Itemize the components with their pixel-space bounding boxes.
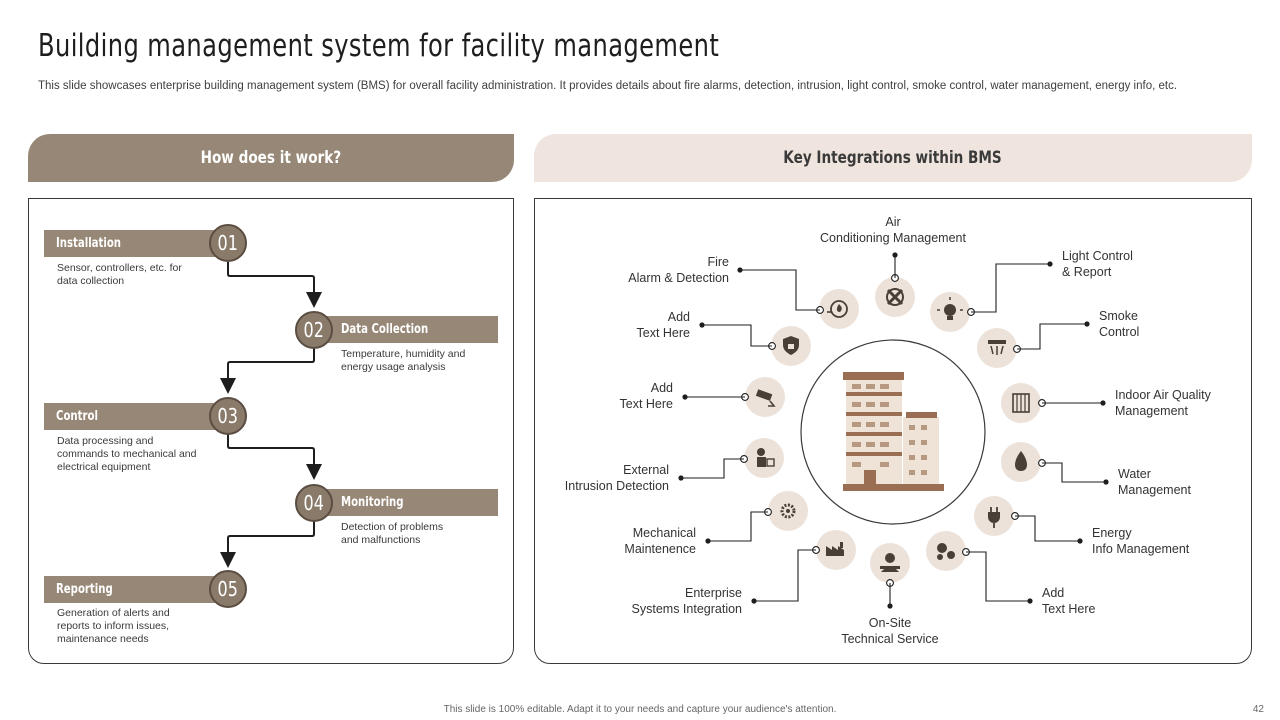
key-integrations-title: Key Integrations within BMS <box>783 148 1003 168</box>
page-number: 42 <box>1252 704 1264 715</box>
connector-line <box>681 458 744 479</box>
how-it-works-title: How does it work? <box>200 148 342 168</box>
page-title: Building management system for facility … <box>38 28 720 64</box>
air-filter-icon <box>1001 383 1041 423</box>
bulb-icon <box>930 292 970 332</box>
step-installation-bar: Installation <box>44 230 224 257</box>
connector-line <box>708 511 768 542</box>
step-label: Monitoring <box>341 495 404 510</box>
connector-end-dot <box>1100 400 1106 406</box>
shield-lock-icon <box>771 326 811 366</box>
step-number-badge: 04 <box>295 484 333 522</box>
step-number-badge: 05 <box>209 570 247 608</box>
connector-line <box>971 263 1050 313</box>
connector-end-dot <box>751 598 757 604</box>
step-number-badge: 01 <box>209 224 247 262</box>
connector-end-dot <box>887 603 893 609</box>
connector-end-dot <box>737 267 743 273</box>
step-control-bar: Control <box>44 403 224 430</box>
page-subtitle: This slide showcases enterprise building… <box>38 80 1178 92</box>
connector-end-dot <box>1047 261 1053 267</box>
connector-line <box>966 551 1030 602</box>
cctv-icon <box>745 377 785 417</box>
building-icon <box>843 372 944 491</box>
integration-label-light: Light Control& Report <box>1062 249 1133 279</box>
connector-end-dot <box>1077 538 1083 544</box>
step-data-collection-bar: Data Collection <box>318 316 498 343</box>
step-label: Reporting <box>56 582 113 597</box>
connector-line <box>1017 323 1087 350</box>
water-drop-icon <box>1001 442 1041 482</box>
step-reporting-bar: Reporting <box>44 576 224 603</box>
plug-leaf-icon <box>974 496 1014 536</box>
step-number-badge: 03 <box>209 397 247 435</box>
connector-end-dot <box>705 538 711 544</box>
connector-line <box>1015 515 1080 542</box>
connector-end-dot <box>678 475 684 481</box>
step-label: Data Collection <box>341 322 429 337</box>
connector-end-dot <box>1103 479 1109 485</box>
gears-icon <box>768 491 808 531</box>
intruder-icon <box>744 438 784 478</box>
how-it-works-header: How does it work? <box>28 134 514 182</box>
connector-end-dot <box>892 252 898 258</box>
step-label: Control <box>56 409 98 424</box>
center-ring <box>800 339 986 525</box>
smoke-detector-icon <box>977 328 1017 368</box>
step-label: Installation <box>56 236 122 251</box>
connector-end-dot <box>1027 598 1033 604</box>
fan-icon <box>875 277 915 317</box>
connector-line <box>702 324 772 347</box>
connector-line <box>1042 462 1106 483</box>
connector-line <box>740 269 820 311</box>
connector-end-dot <box>699 322 705 328</box>
step-number-badge: 02 <box>295 311 333 349</box>
footer-note: This slide is 100% editable. Adapt it to… <box>443 704 837 715</box>
key-integrations-header: Key Integrations within BMS <box>534 134 1252 182</box>
key-integrations-panel <box>534 198 1252 664</box>
connector-line <box>754 549 816 602</box>
connector-end-dot <box>682 394 688 400</box>
step-monitoring-bar: Monitoring <box>318 489 498 516</box>
technician-icon <box>870 543 910 583</box>
fire-alarm-icon <box>819 289 859 329</box>
factory-icon <box>816 530 856 570</box>
network-icon <box>926 531 966 571</box>
connector-end-dot <box>1084 321 1090 327</box>
how-it-works-panel <box>28 198 514 664</box>
